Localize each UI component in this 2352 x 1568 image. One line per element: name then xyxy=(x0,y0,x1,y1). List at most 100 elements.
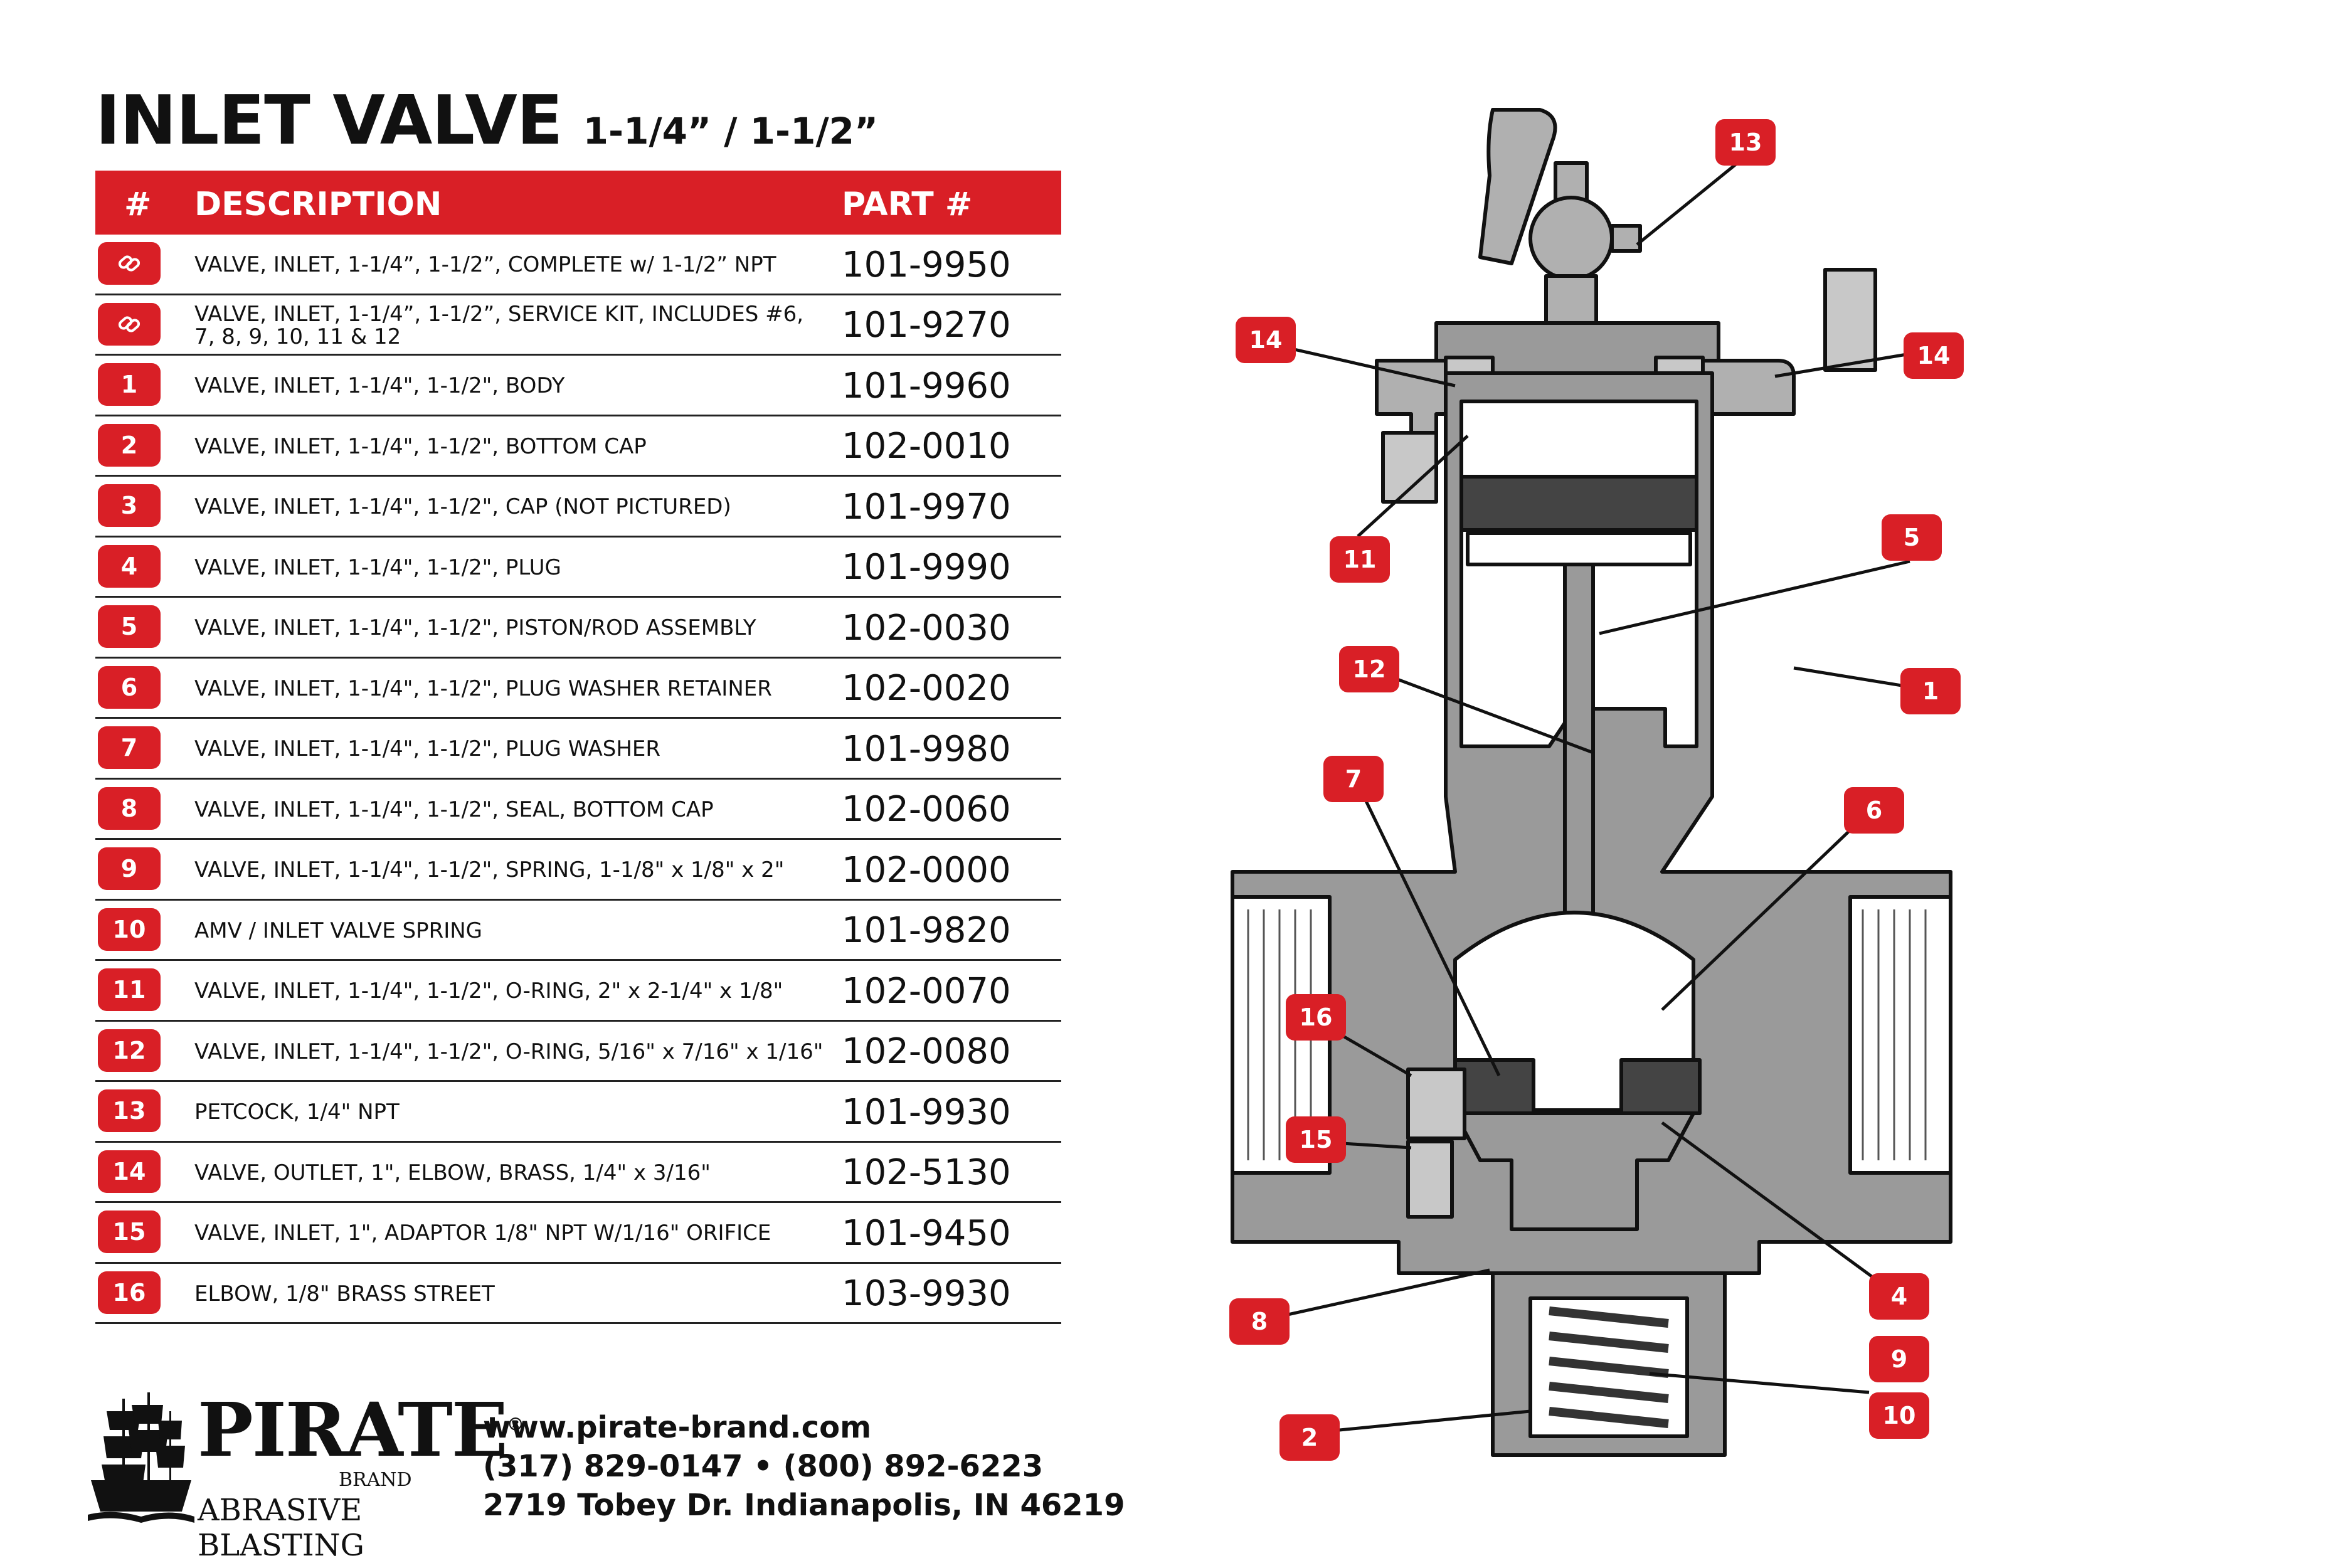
row-description: VALVE, INLET, 1-1/4”, 1-1/2”, SERVICE KI… xyxy=(194,301,804,349)
pirate-logo: PIRATE® BRAND ABRASIVE BLASTING xyxy=(88,1386,524,1563)
row-description: VALVE, INLET, 1", ADAPTOR 1/8" NPT W/1/1… xyxy=(194,1221,771,1246)
row-description: VALVE, INLET, 1-1/4", 1-1/2", PISTON/ROD… xyxy=(194,615,756,640)
row-description: VALVE, INLET, 1-1/4", 1-1/2", CAP (NOT P… xyxy=(194,494,731,519)
row-part-number: 101-9930 xyxy=(842,1091,1011,1133)
row-part-number: 102-0070 xyxy=(842,970,1011,1012)
pirate-ship-icon xyxy=(88,1392,194,1523)
row-part-number: 101-9450 xyxy=(842,1212,1011,1254)
row-part-number: 103-9930 xyxy=(842,1273,1011,1314)
item-number-badge: 6 xyxy=(98,665,161,709)
callout-16: 16 xyxy=(1286,994,1346,1041)
row-part-number: 102-0030 xyxy=(842,607,1011,649)
link-icon xyxy=(98,302,161,346)
item-number-badge: 10 xyxy=(98,908,161,951)
parts-table: # DESCRIPTION PART # VALVE, INLET, 1-1/4… xyxy=(95,171,1061,1324)
callout-6: 6 xyxy=(1844,787,1904,834)
row-part-number: 101-9990 xyxy=(842,547,1011,588)
row-part-number: 102-5130 xyxy=(842,1152,1011,1193)
callout-8: 8 xyxy=(1229,1298,1290,1345)
table-header: # DESCRIPTION PART # xyxy=(95,171,1061,235)
row-description: ELBOW, 1/8" BRASS STREET xyxy=(194,1281,495,1306)
title-main: INLET VALVE xyxy=(95,82,563,160)
item-number-badge: 13 xyxy=(98,1089,161,1132)
row-part-number: 101-9960 xyxy=(842,365,1011,406)
petcock-port xyxy=(1610,224,1642,253)
brand-name: PIRATE® xyxy=(198,1386,524,1473)
piston-rod xyxy=(1563,563,1595,974)
left-port xyxy=(1231,895,1332,1175)
row-part-number: 101-9980 xyxy=(842,728,1011,770)
table-row: 1 VALVE, INLET, 1-1/4", 1-1/2", BODY 101-9… xyxy=(95,356,1061,416)
callout-7: 7 xyxy=(1323,756,1384,802)
header-description: DESCRIPTION xyxy=(194,186,442,223)
title-sizes: 1-1/4” / 1-1/2” xyxy=(583,110,879,152)
address: 2719 Tobey Dr. Indianapolis, IN 46219 xyxy=(483,1488,1125,1523)
item-number-badge: 5 xyxy=(98,605,161,648)
valve-drawing xyxy=(1231,108,1952,1457)
item-number-badge: 16 xyxy=(98,1271,161,1314)
row-part-number: 102-0060 xyxy=(842,789,1011,830)
table-row: 4 VALVE, INLET, 1-1/4", 1-1/2", PLUG 101-9… xyxy=(95,538,1061,598)
callout-14: 14 xyxy=(1904,332,1964,379)
table-row: 13 PETCOCK, 1/4" NPT 101-9930 xyxy=(95,1082,1061,1143)
piston xyxy=(1459,475,1698,532)
callout-15: 15 xyxy=(1286,1116,1346,1163)
table-row: VALVE, INLET, 1-1/4”, 1-1/2”, COMPLETE w… xyxy=(95,235,1061,295)
table-body: VALVE, INLET, 1-1/4”, 1-1/2”, COMPLETE w… xyxy=(95,235,1061,1324)
row-part-number: 101-9970 xyxy=(842,486,1011,527)
piston-disc xyxy=(1466,531,1692,566)
row-description: VALVE, INLET, 1-1/4", 1-1/2", BODY xyxy=(194,373,565,398)
right-port xyxy=(1848,895,1952,1175)
petcock-body xyxy=(1528,196,1614,281)
petcock-stem xyxy=(1554,161,1589,203)
petcock-handle xyxy=(1478,108,1557,265)
callout-10: 10 xyxy=(1869,1392,1929,1439)
row-part-number: 101-9820 xyxy=(842,910,1011,951)
table-row: 10 AMV / INLET VALVE SPRING 101-9820 xyxy=(95,901,1061,961)
elbow-left-thread xyxy=(1381,431,1438,504)
plug-washer-right xyxy=(1619,1058,1702,1115)
row-part-number: 102-0000 xyxy=(842,849,1011,891)
callout-4: 4 xyxy=(1869,1273,1929,1320)
elbow-right-thread xyxy=(1823,268,1877,372)
row-description: VALVE, OUTLET, 1", ELBOW, BRASS, 1/4" x … xyxy=(194,1160,711,1185)
header-part: PART # xyxy=(842,186,973,223)
row-description: AMV / INLET VALVE SPRING xyxy=(194,918,482,943)
item-number-badge: 1 xyxy=(98,363,161,406)
plug xyxy=(1453,1111,1695,1231)
item-number-badge: 4 xyxy=(98,544,161,588)
row-part-number: 101-9950 xyxy=(842,244,1011,285)
callout-12: 12 xyxy=(1339,646,1399,692)
adaptor-15 xyxy=(1406,1140,1454,1219)
header-num: # xyxy=(124,186,152,223)
row-part-number: 102-0080 xyxy=(842,1031,1011,1072)
petcock-nipple xyxy=(1544,274,1598,328)
table-row: 5 VALVE, INLET, 1-1/4", 1-1/2", PISTON/RO… xyxy=(95,598,1061,659)
row-description: VALVE, INLET, 1-1/4", 1-1/2", PLUG xyxy=(194,554,561,580)
elbow-16 xyxy=(1406,1067,1466,1140)
website-link[interactable]: www.pirate-brand.com xyxy=(483,1410,872,1445)
row-description: VALVE, INLET, 1-1/4”, 1-1/2”, COMPLETE w… xyxy=(194,252,776,277)
row-description: VALVE, INLET, 1-1/4", 1-1/2", O-RING, 2"… xyxy=(194,978,783,1004)
item-number-badge: 9 xyxy=(98,847,161,890)
row-description: VALVE, INLET, 1-1/4", 1-1/2", O-RING, 5/… xyxy=(194,1039,824,1064)
row-description: PETCOCK, 1/4" NPT xyxy=(194,1099,400,1125)
row-part-number: 101-9270 xyxy=(842,305,1011,346)
table-row: VALVE, INLET, 1-1/4”, 1-1/2”, SERVICE KI… xyxy=(95,295,1061,356)
phone-numbers: (317) 829-0147 • (800) 892-6223 xyxy=(483,1449,1044,1484)
link-icon xyxy=(98,242,161,285)
contact-info: www.pirate-brand.com (317) 829-0147 • (8… xyxy=(483,1408,1125,1525)
item-number-badge: 7 xyxy=(98,726,161,769)
brand-tagline: ABRASIVE BLASTING xyxy=(198,1493,365,1563)
leader-lines xyxy=(1248,162,1929,1435)
row-part-number: 102-0020 xyxy=(842,668,1011,709)
callout-11: 11 xyxy=(1330,536,1390,583)
thread-lines xyxy=(1247,909,1927,1160)
